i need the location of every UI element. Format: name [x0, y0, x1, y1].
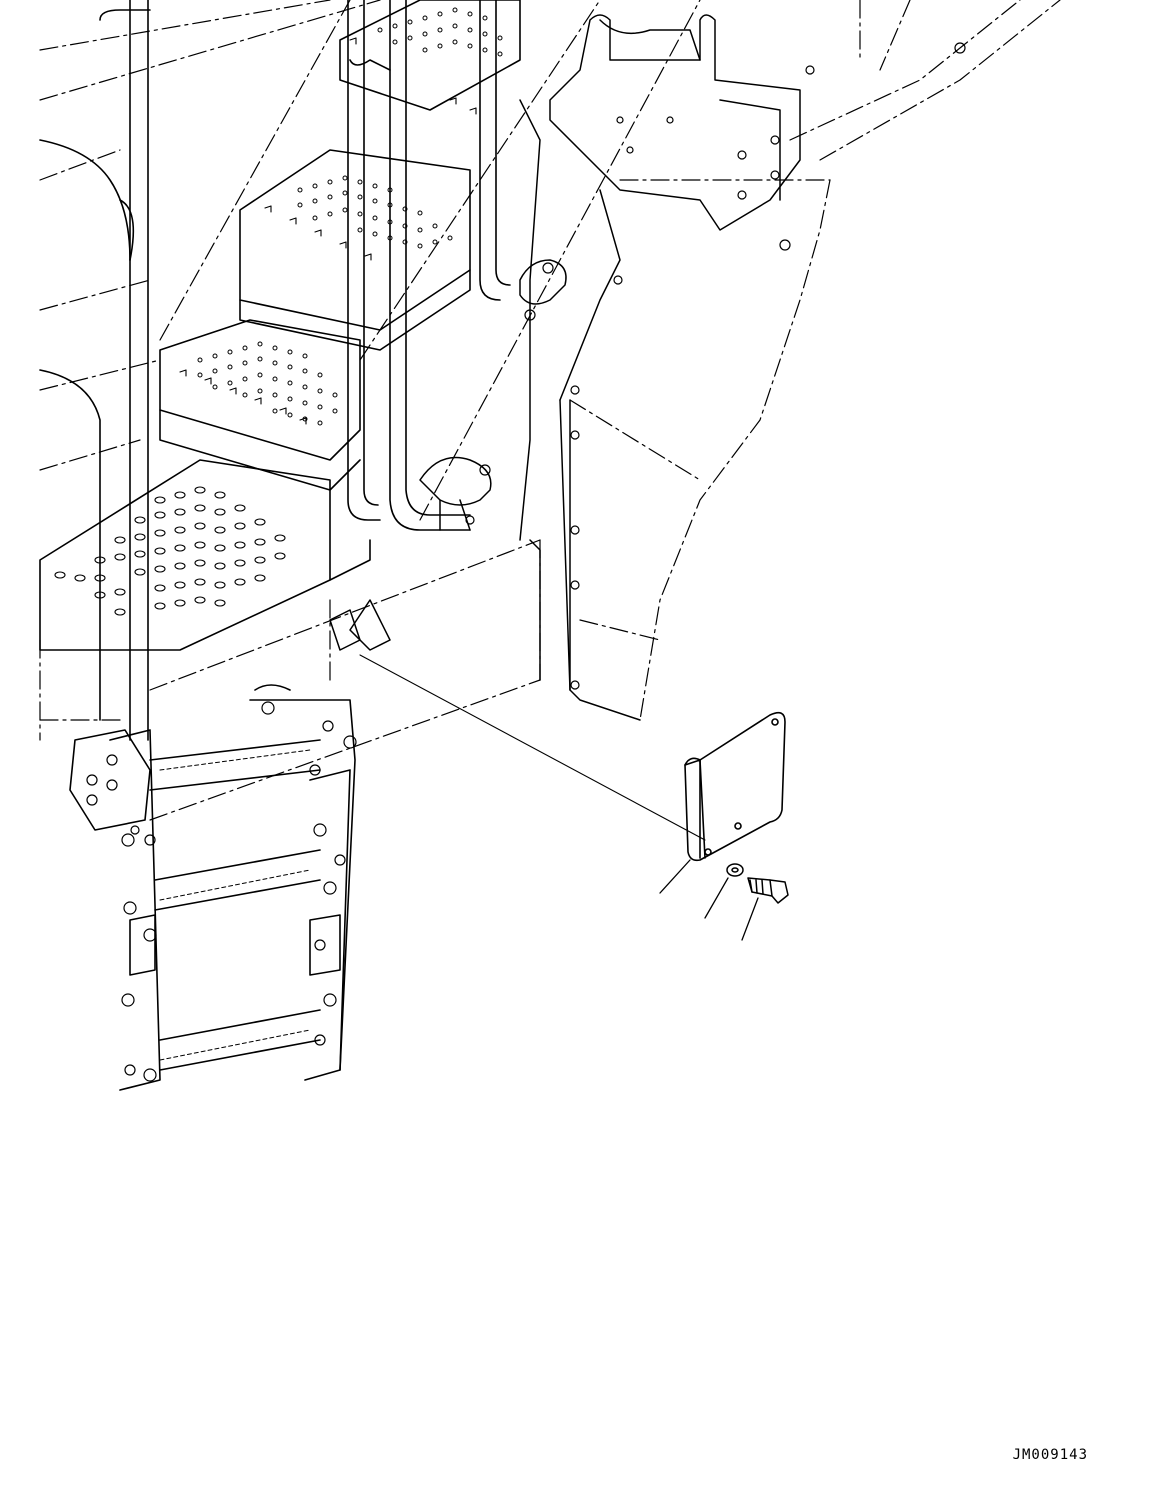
washer [727, 864, 743, 876]
holes-mid-platform [198, 342, 337, 425]
drawing-reference-code: JM009143 [1012, 1447, 1088, 1463]
bolt [748, 878, 788, 903]
mid-stair-platform [160, 320, 360, 490]
holes-upper-platform [298, 8, 502, 248]
lower-stair-platform [40, 460, 370, 650]
holes-lower-platform [55, 487, 285, 615]
mounting-bracket-plate [685, 713, 785, 861]
frame-bolt-heads [466, 43, 965, 689]
frame-phantom-lines [40, 0, 1060, 820]
boarding-ladder [70, 685, 355, 1090]
callout-leader-lines [660, 860, 758, 940]
perforation-holes [55, 8, 502, 615]
upper-stair-platform [240, 0, 520, 350]
handrail [40, 0, 510, 740]
ladder-bolt-heads [87, 702, 356, 1081]
frame-body [330, 15, 800, 720]
explode-leader-line [360, 655, 705, 840]
slotted-step-edges [180, 38, 476, 424]
